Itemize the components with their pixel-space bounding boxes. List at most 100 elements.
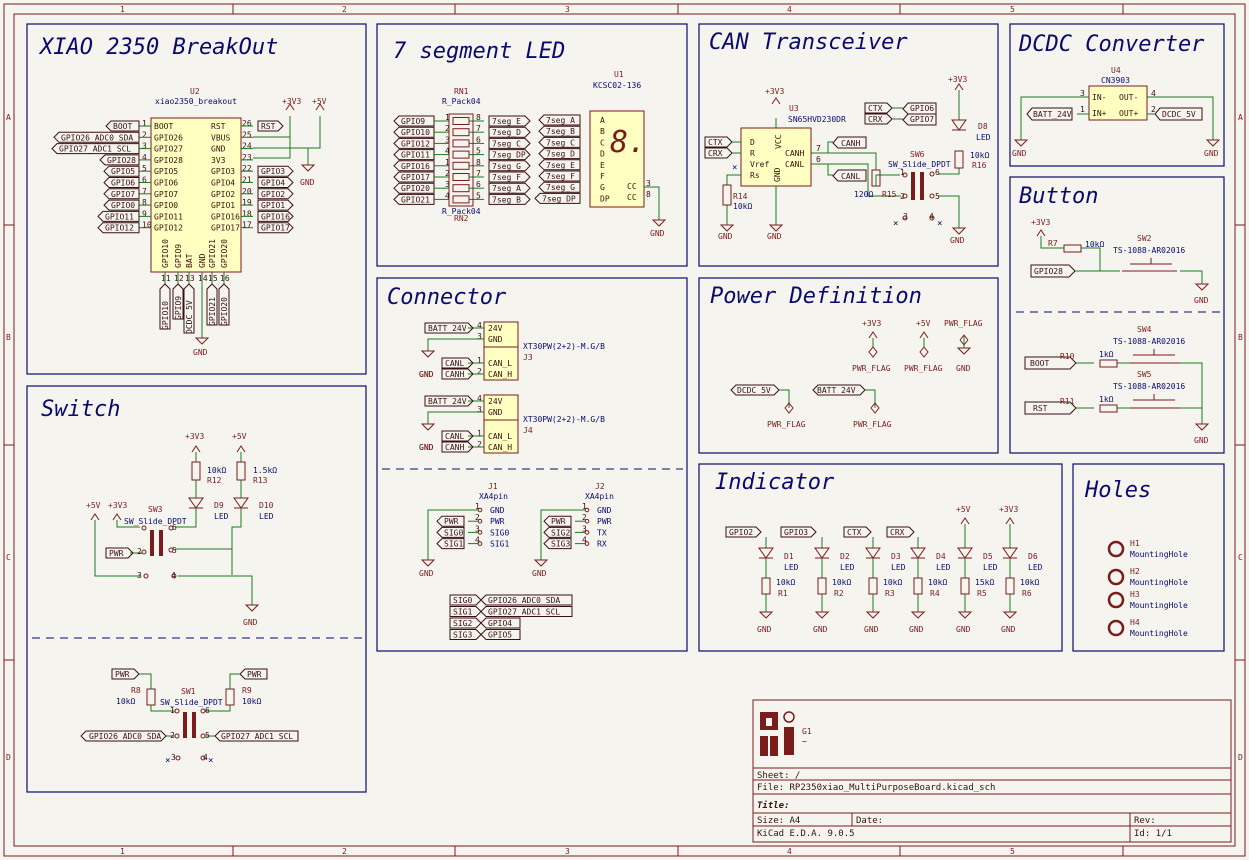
sw5-pushbutton-icon[interactable]: [1130, 394, 1180, 409]
u1-input-label[interactable]: 7seg_A: [538, 114, 581, 126]
sw3-switch[interactable]: [141, 525, 177, 579]
gpio-label[interactable]: GPIO17: [393, 171, 435, 183]
label-ctx[interactable]: CTX: [843, 526, 872, 538]
xa-label[interactable]: SIG1: [436, 538, 465, 550]
sw4-pushbutton-icon[interactable]: [1130, 349, 1180, 364]
map-sig-label[interactable]: SIG3: [449, 629, 482, 640]
d8-led-icon[interactable]: [951, 119, 967, 131]
map-gpio-label[interactable]: GPIO26_ADC0_SDA: [480, 594, 573, 606]
can-label-canh[interactable]: CANH: [832, 136, 867, 149]
r9-resistor[interactable]: [225, 688, 235, 706]
can-label-ctx2[interactable]: CTX: [864, 102, 893, 114]
xiao-symbol-body[interactable]: [150, 117, 242, 273]
label-gpio27-adc1-scl[interactable]: GPIO27_ADC1_SCL: [214, 730, 299, 742]
seg-label[interactable]: 7seg_E: [488, 115, 531, 127]
can-transceiver[interactable]: U3 SN65HVD230DR D R Vref Rs CANH CANL VC…: [704, 75, 991, 245]
xiao-breakout[interactable]: U2 xiao2350_breakout BOOT1BOOTGPIO262GPI…: [51, 87, 327, 357]
label-dcdc-5v[interactable]: DCDC_5V: [1154, 107, 1203, 121]
can-gpio6[interactable]: GPIO6: [902, 102, 937, 115]
can-label-crx[interactable]: CRX: [704, 147, 733, 159]
label-canh[interactable]: CANH: [441, 441, 474, 453]
xiao-left-label[interactable]: GPIO27_ADC1_SCL: [51, 143, 140, 155]
label-gpio2[interactable]: GPIO2: [725, 526, 762, 538]
r14-resistor[interactable]: [722, 184, 732, 206]
xiao-right-label[interactable]: GPIO4: [257, 177, 294, 188]
label-batt-24v[interactable]: BATT_24V: [812, 384, 866, 396]
label-batt-24v[interactable]: BATT_24V: [424, 395, 474, 407]
xiao-left-label[interactable]: GPIO12: [97, 222, 140, 234]
xiao-right-label[interactable]: GPIO3: [257, 165, 294, 177]
xiao-right-label[interactable]: GPIO17: [257, 222, 294, 234]
map-sig-label[interactable]: SIG0: [449, 594, 482, 606]
label-gpio28[interactable]: GPIO28: [1030, 264, 1076, 278]
label-pwr-left[interactable]: PWR: [111, 668, 140, 680]
xiao-left-label[interactable]: GPIO26_ADC0_SDA: [53, 131, 140, 143]
r11-resistor[interactable]: [1099, 404, 1118, 413]
xa-label[interactable]: SIG3: [543, 538, 572, 550]
xiao-left-label[interactable]: GPIO5: [103, 165, 140, 177]
xiao-bottom-label[interactable]: GPIO20: [218, 283, 230, 326]
j4-connector[interactable]: [483, 394, 519, 454]
xiao-left-label[interactable]: GPIO28: [99, 154, 140, 166]
label-crx[interactable]: CRX: [886, 526, 915, 538]
u1-input-label[interactable]: 7seg_B: [538, 125, 581, 137]
gpio-label[interactable]: GPIO11: [393, 149, 435, 161]
label-batt-24v[interactable]: BATT_24V: [424, 322, 474, 334]
sw6-switch[interactable]: [902, 171, 935, 221]
r13-resistor[interactable]: [236, 461, 246, 481]
label-dcdc-5v[interactable]: DCDC_5V: [730, 384, 780, 396]
label-rst[interactable]: RST: [1024, 401, 1077, 415]
xiao-bottom-label[interactable]: DCDC_5V: [183, 283, 195, 334]
gpio-label[interactable]: GPIO21: [393, 193, 435, 205]
map-gpio-label[interactable]: GPIO4: [480, 617, 521, 629]
label-batt-24v[interactable]: BATT_24V: [1026, 107, 1073, 121]
seg-label[interactable]: 7seg_C: [488, 137, 531, 149]
label-pwr[interactable]: PWR: [105, 547, 134, 559]
seg-label[interactable]: 7seg_A: [488, 182, 531, 194]
xa-label[interactable]: SIG2: [543, 526, 572, 538]
seg-label[interactable]: 7seg_G: [488, 160, 531, 172]
sw1-switch[interactable]: [174, 708, 206, 761]
r16-resistor[interactable]: [954, 150, 964, 169]
connector-section[interactable]: 24V4GND3CAN_L1CAN_H2BATT_24VCANLCANHGNDG…: [419, 321, 614, 640]
gpio-label[interactable]: GPIO10: [393, 126, 435, 138]
label-boot[interactable]: BOOT: [1024, 356, 1077, 370]
xiao-left-label[interactable]: GPIO0: [103, 199, 140, 211]
seg-label[interactable]: 7seg_DP: [488, 149, 531, 161]
label-pwr-right[interactable]: PWR: [239, 668, 268, 680]
gpio-label[interactable]: GPIO20: [393, 182, 435, 194]
xiao-right-label[interactable]: GPIO1: [257, 199, 294, 211]
gpio-label[interactable]: GPIO9: [393, 115, 435, 127]
indicator-section[interactable]: D1LED10kΩR1GNDD2LED10kΩR2GNDD3LED10kΩR3G…: [725, 505, 1043, 634]
xiao-left-label[interactable]: GPIO7: [103, 188, 140, 200]
label-canl[interactable]: CANL: [441, 430, 474, 442]
r7-resistor[interactable]: [1063, 244, 1082, 253]
label-gpio26-adc0-sda[interactable]: GPIO26_ADC0_SDA: [80, 730, 167, 742]
can-label-crx2[interactable]: CRX: [864, 113, 893, 125]
u1-input-label[interactable]: 7seg_DP: [534, 192, 581, 204]
xa-label[interactable]: SIG0: [436, 526, 465, 538]
map-sig-label[interactable]: SIG1: [449, 606, 482, 617]
xiao-right-label[interactable]: GPIO16: [257, 210, 294, 222]
r10-resistor[interactable]: [1099, 359, 1118, 368]
switch-section[interactable]: +3V3 +5V +5V +3V3 10kΩ R12 1.5kΩ R13 D9 …: [80, 432, 299, 766]
xiao-right-label[interactable]: RST: [257, 120, 284, 132]
label-canh[interactable]: CANH: [441, 368, 474, 380]
r12-resistor[interactable]: [191, 461, 201, 481]
j3-connector[interactable]: [483, 321, 519, 381]
label-gpio3[interactable]: GPIO3: [780, 526, 817, 538]
map-gpio-label[interactable]: GPIO27_ADC1_SCL: [480, 606, 573, 617]
xiao-left-label[interactable]: BOOT: [105, 120, 140, 132]
xiao-bottom-label[interactable]: GPIO10: [159, 283, 171, 330]
xa-label[interactable]: PWR: [543, 515, 572, 527]
xiao-left-label[interactable]: GPIO6: [103, 177, 140, 188]
power-definition[interactable]: +3V3 +5V PWR_FLAG PWR_FLAG PWR_FLAG GND …: [730, 319, 983, 429]
u1-symbol-body[interactable]: [589, 110, 645, 208]
dcdc-converter[interactable]: U4 CN3903 IN- IN+ OUT- OUT+ 3 1 4 2 BATT…: [1012, 66, 1221, 158]
label-canl[interactable]: CANL: [441, 357, 474, 369]
map-gpio-label[interactable]: GPIO5: [480, 629, 521, 640]
u1-input-label[interactable]: 7seg_E: [538, 159, 581, 171]
xiao-bottom-label[interactable]: GPIO21: [206, 283, 218, 326]
